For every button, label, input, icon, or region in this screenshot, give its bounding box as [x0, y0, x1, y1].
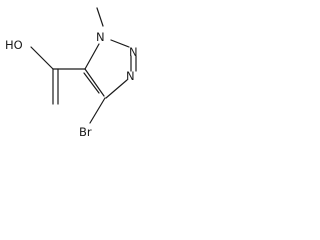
- ring-n3-label: N: [126, 69, 135, 83]
- bond-n1-c5: [84, 43, 100, 70]
- bond-methyl-n1: [96, 7, 104, 27]
- bond-c4-br: [89, 97, 106, 124]
- hydroxyl-label: HO: [5, 38, 23, 52]
- bond-n1-n2: [110, 39, 130, 48]
- bromine-label: Br: [79, 125, 92, 139]
- ring-n2-label: N: [129, 45, 138, 59]
- bond-c4-c5: [84, 68, 105, 97]
- bond-c4-c5-second: [83, 72, 100, 94]
- bond-n3-c4: [105, 79, 128, 99]
- bond-carboxyl-oh: [30, 46, 54, 70]
- atom-labels: HO N N N Br: [5, 30, 138, 139]
- ring-n1-label: N: [96, 30, 105, 44]
- chemical-structure: HO N N N Br: [5, 7, 138, 139]
- bonds: [30, 7, 137, 124]
